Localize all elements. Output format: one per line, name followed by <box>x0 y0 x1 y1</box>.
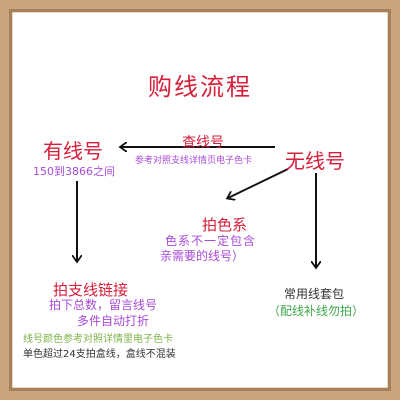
picture-frame-inner: 购线流程 有线号 150到3866之间 查线号 参考对照支线详情页电子色卡 无线… <box>9 9 391 391</box>
arrow-right-to-color <box>228 168 289 198</box>
arrows-layer <box>13 13 387 387</box>
node-lookup-note: 参考对照支线详情页电子色卡 <box>135 156 253 166</box>
node-link-note-3: 线号颜色参考对照详情里电子色卡 <box>23 334 173 345</box>
diagram-title: 购线流程 <box>148 73 252 101</box>
node-link-note-4: 单色超过24支拍盒线，盒线不混装 <box>23 349 176 360</box>
node-has-number: 有线号 <box>43 139 103 163</box>
node-link-note-1: 拍下总数，留言线号 <box>49 298 158 312</box>
node-has-number-range: 150到3866之间 <box>33 165 115 178</box>
node-color-note-1: 色系不一定包含 <box>165 234 257 248</box>
node-buy-color-family: 拍色系 <box>202 216 248 234</box>
node-buy-link: 拍支线链接 <box>53 281 129 299</box>
node-color-note-2: 亲需要的线号） <box>160 249 245 263</box>
node-link-note-2: 多件自动打折 <box>77 314 150 328</box>
node-no-number: 无线号 <box>285 149 345 173</box>
node-pack-note: （配线补线勿拍） <box>268 304 365 318</box>
node-common-pack: 常用线套包 <box>284 287 345 301</box>
diagram-canvas: 购线流程 有线号 150到3866之间 查线号 参考对照支线详情页电子色卡 无线… <box>12 12 388 388</box>
node-lookup-number: 查线号 <box>182 135 224 151</box>
